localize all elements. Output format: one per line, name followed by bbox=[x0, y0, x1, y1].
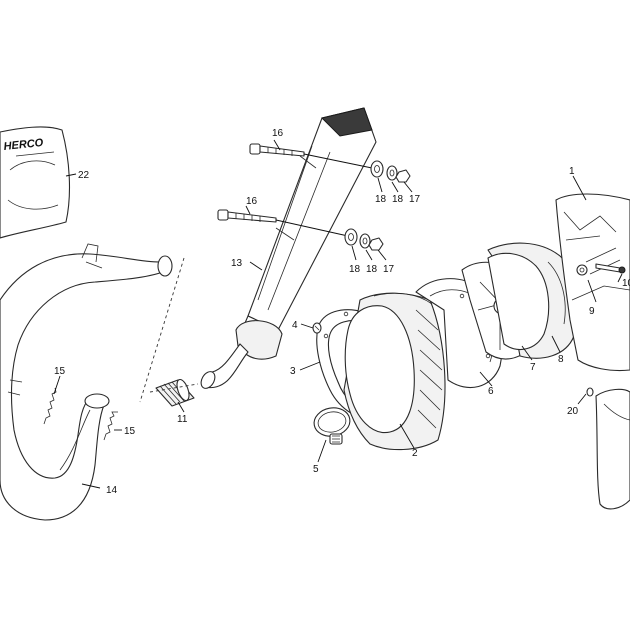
brand-mark: HERCO bbox=[3, 137, 44, 153]
airbox-housing bbox=[555, 193, 630, 372]
exhaust-header-pipe bbox=[0, 243, 173, 521]
spring-right bbox=[103, 411, 118, 441]
callout-16-lower: 16 bbox=[246, 196, 258, 207]
alignment-line bbox=[139, 257, 199, 403]
filter-foam bbox=[487, 242, 579, 359]
callout-labels: 1 2 3 4 5 6 7 8 9 10 11 13 14 15 15 16 1… bbox=[54, 128, 630, 496]
callout-10: 10 bbox=[622, 278, 630, 289]
callout-22: 22 bbox=[78, 170, 90, 181]
washer-set-upper bbox=[370, 160, 411, 183]
callout-15-left: 15 bbox=[54, 366, 66, 377]
callout-6: 6 bbox=[488, 386, 494, 397]
airbox-cover bbox=[343, 292, 446, 451]
silencer-bag: HERCO bbox=[0, 126, 71, 239]
callout-1: 1 bbox=[569, 166, 575, 177]
callout-7: 7 bbox=[530, 362, 536, 373]
washer-set-lower bbox=[344, 228, 384, 251]
callout-5: 5 bbox=[313, 464, 319, 475]
callout-9: 9 bbox=[589, 306, 595, 317]
callout-18-upper-b: 18 bbox=[392, 194, 404, 205]
callout-16-upper: 16 bbox=[272, 128, 284, 139]
callout-4: 4 bbox=[292, 320, 298, 331]
callout-2: 2 bbox=[412, 448, 418, 459]
silencer bbox=[200, 107, 377, 389]
bolt-upper bbox=[249, 143, 305, 157]
callout-3: 3 bbox=[290, 366, 296, 377]
callout-14: 14 bbox=[106, 485, 118, 496]
callout-17-lower: 17 bbox=[383, 264, 395, 275]
callout-17-upper: 17 bbox=[409, 194, 421, 205]
callout-18-lower-b: 18 bbox=[366, 264, 378, 275]
hose-clamp bbox=[313, 407, 351, 445]
screw-mudguard bbox=[586, 387, 594, 397]
callout-15-right: 15 bbox=[124, 426, 136, 437]
bolt-lower bbox=[217, 209, 277, 223]
leader-lines bbox=[53, 139, 623, 489]
rear-boot bbox=[595, 388, 630, 510]
bolt-axis-upper bbox=[303, 153, 373, 169]
coupling-sleeve bbox=[155, 378, 195, 407]
screw-small bbox=[312, 322, 322, 334]
callout-18-lower-a: 18 bbox=[349, 264, 361, 275]
callout-20: 20 bbox=[567, 406, 579, 417]
callout-11: 11 bbox=[177, 414, 188, 425]
callout-8: 8 bbox=[558, 354, 564, 365]
callout-13: 13 bbox=[231, 258, 243, 269]
callout-18-upper-a: 18 bbox=[375, 194, 387, 205]
bolt-axis-lower bbox=[275, 219, 349, 237]
housing-screw bbox=[595, 263, 626, 274]
